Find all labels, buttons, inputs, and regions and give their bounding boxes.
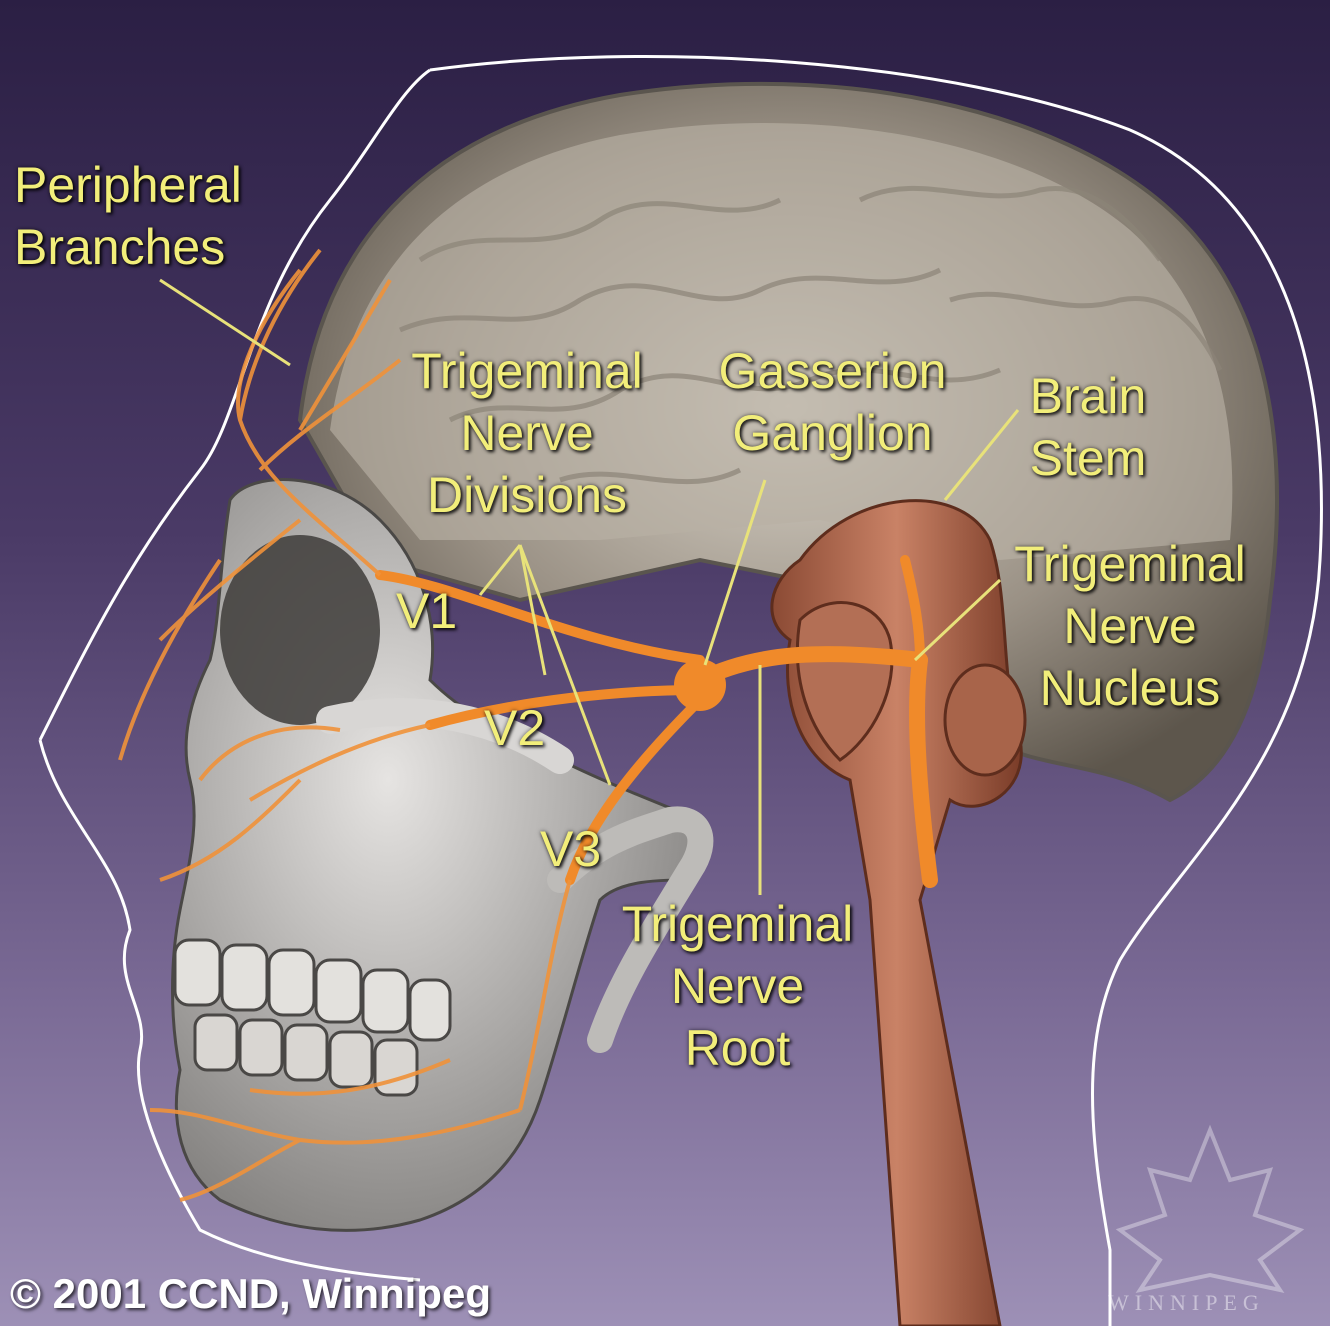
label-line: Trigeminal — [600, 893, 875, 955]
label-line: Trigeminal — [392, 340, 662, 402]
label-line: Branches — [14, 216, 242, 278]
maple-leaf-watermark — [1120, 1130, 1300, 1290]
label-trigeminal-nerve-divisions: Trigeminal Nerve Divisions — [392, 340, 662, 526]
label-peripheral-branches: Peripheral Branches — [14, 154, 242, 278]
label-line: Root — [600, 1017, 875, 1079]
label-line: Gasserion — [700, 340, 965, 402]
label-v3: V3 — [540, 818, 601, 880]
label-line: Brain — [1008, 365, 1168, 427]
label-line: Ganglion — [700, 402, 965, 464]
label-line: Nucleus — [995, 657, 1265, 719]
label-trigeminal-nerve-nucleus: Trigeminal Nerve Nucleus — [995, 533, 1265, 719]
label-v1: V1 — [396, 580, 457, 642]
copyright-notice: © 2001 CCND, Winnipeg — [10, 1270, 491, 1318]
label-line: Stem — [1008, 427, 1168, 489]
label-brain-stem: Brain Stem — [1008, 365, 1168, 489]
gasserion-ganglion-node — [674, 659, 726, 711]
label-trigeminal-nerve-root: Trigeminal Nerve Root — [600, 893, 875, 1079]
watermark-text: WINNIPEG — [1108, 1290, 1265, 1316]
label-line: Nerve — [392, 402, 662, 464]
label-line: Peripheral — [14, 154, 242, 216]
label-line: Nerve — [600, 955, 875, 1017]
label-line: Nerve — [995, 595, 1265, 657]
label-gasserion-ganglion: Gasserion Ganglion — [700, 340, 965, 464]
label-line: Divisions — [392, 464, 662, 526]
label-line: Trigeminal — [995, 533, 1265, 595]
label-v2: V2 — [484, 697, 545, 759]
